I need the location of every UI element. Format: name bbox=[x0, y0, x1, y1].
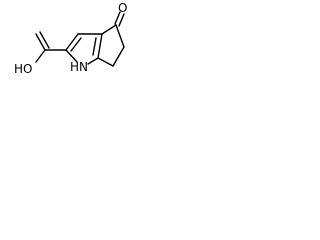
molecule-drawing: O HO N H bbox=[14, 1, 127, 76]
bond-c3a-c6a-inner bbox=[92, 37, 97, 56]
bond-c6-c6a bbox=[97, 57, 114, 67]
bond-c2-c3 bbox=[65, 33, 79, 51]
bond-c3a-c4 bbox=[101, 24, 117, 35]
carboxylic-acid-group bbox=[35, 31, 67, 63]
bond-c4-o-double bbox=[118, 13, 125, 27]
bond-cooh-o-double bbox=[35, 33, 46, 51]
bond-c5-c6 bbox=[112, 46, 125, 67]
bond-c3a-c6a bbox=[97, 33, 103, 59]
bond-c4-c5 bbox=[115, 24, 125, 48]
ketone-oxygen-label: O bbox=[118, 1, 127, 15]
pyrrole-ring bbox=[65, 33, 103, 65]
structure-diagram: O HO N H bbox=[0, 0, 150, 87]
bond-n1-c6a bbox=[87, 57, 99, 65]
ketone-group bbox=[114, 11, 125, 27]
cyclopentanone-ring bbox=[92, 24, 125, 67]
hydroxyl-label: HO bbox=[14, 62, 32, 76]
bond-cooh-o-double-2 bbox=[39, 31, 50, 49]
ring-nitrogen-h-label: H bbox=[70, 60, 79, 74]
bond-cooh-oh bbox=[35, 49, 46, 63]
ring-nitrogen-label: N bbox=[79, 60, 88, 74]
bond-c2-c3-double bbox=[70, 37, 82, 52]
bond-c2-n1 bbox=[65, 49, 78, 63]
bond-c4-o bbox=[114, 11, 121, 25]
